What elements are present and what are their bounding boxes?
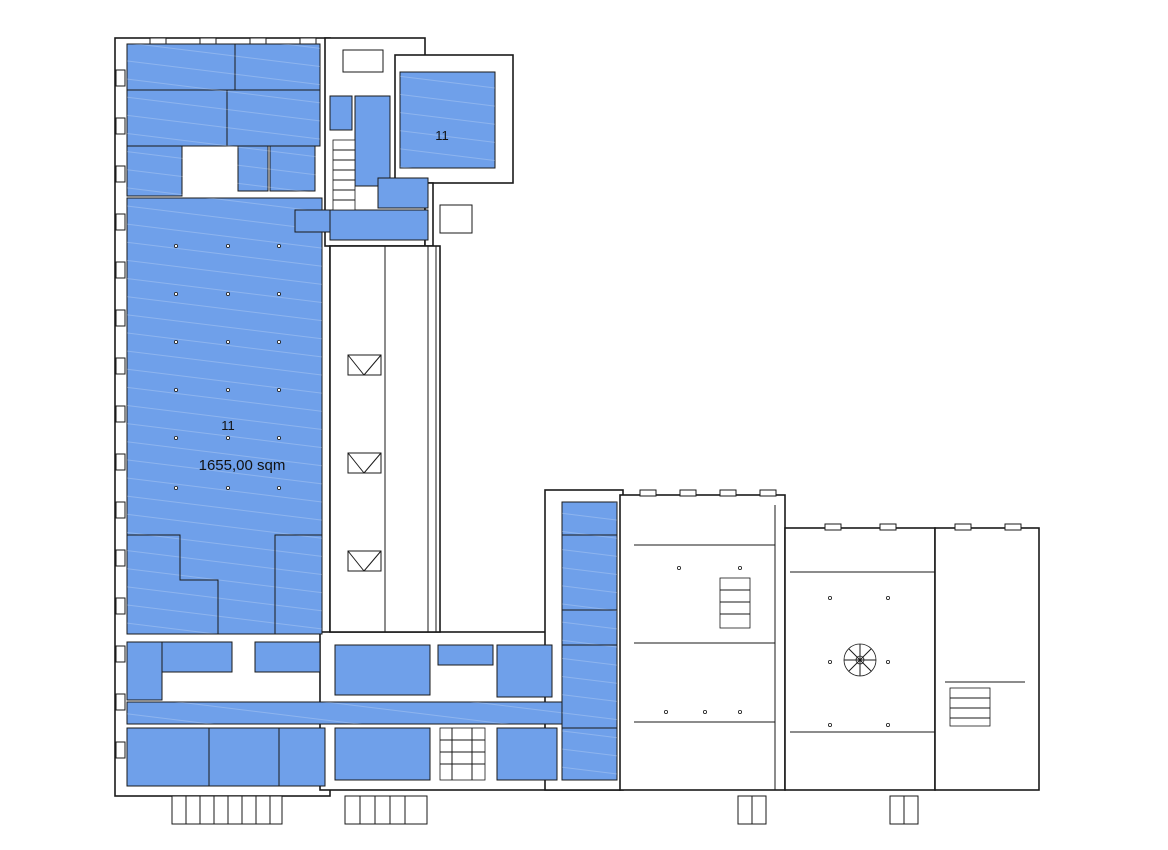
skylights [342, 49, 473, 572]
columns [173, 243, 891, 728]
window [1004, 523, 1022, 531]
window [115, 117, 126, 135]
window [115, 453, 126, 471]
window [249, 37, 267, 45]
window [115, 213, 126, 231]
window [115, 309, 126, 327]
window [115, 741, 126, 759]
window [115, 69, 126, 87]
window [679, 489, 697, 497]
interior-walls [127, 505, 1025, 790]
window [759, 489, 777, 497]
entrances [171, 795, 919, 825]
window [824, 523, 842, 531]
room-main-label: 11 [221, 418, 235, 433]
window [299, 37, 317, 45]
window [719, 489, 737, 497]
window [115, 405, 126, 423]
window [639, 489, 657, 497]
window [879, 523, 897, 531]
room-main-area: 1655,00 sqm [199, 457, 286, 474]
window [954, 523, 972, 531]
window [115, 261, 126, 279]
window [115, 597, 126, 615]
window [115, 693, 126, 711]
highlighted-area [126, 43, 618, 787]
window [115, 501, 126, 519]
room-top-label: 11 [435, 128, 449, 143]
window [115, 549, 126, 567]
stairs [332, 139, 991, 781]
window [149, 37, 167, 45]
window [115, 165, 126, 183]
facade-windows [115, 37, 1022, 759]
window [199, 37, 217, 45]
window [115, 645, 126, 663]
window [115, 357, 126, 375]
